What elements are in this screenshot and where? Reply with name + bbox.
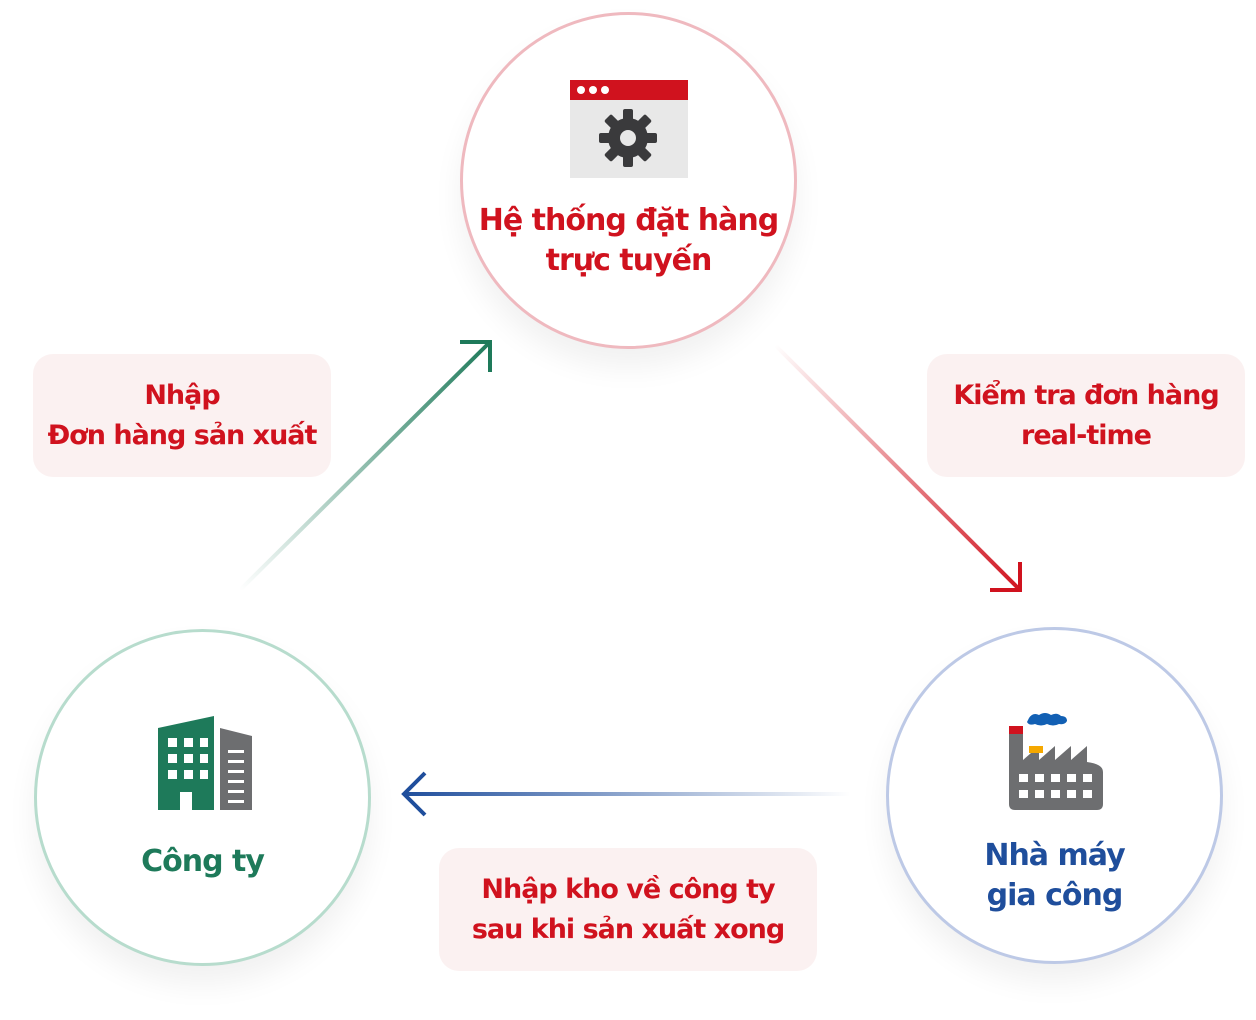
label-line2: real-time xyxy=(1021,419,1152,451)
label-check-order: Kiểm tra đơn hàng real-time xyxy=(927,354,1245,477)
arrow-company-to-system xyxy=(238,340,492,592)
factory-icon xyxy=(1009,713,1103,810)
label-line1: Kiểm tra đơn hàng xyxy=(953,379,1219,411)
node-title: Công ty xyxy=(141,844,265,879)
node-online-order-system: Hệ thống đặt hàng trực tuyến xyxy=(460,12,797,349)
node-title-line2: gia công xyxy=(986,878,1124,913)
arrow-system-to-factory xyxy=(773,343,1022,592)
label-line2: sau khi sản xuất xong xyxy=(471,913,785,945)
node-title-line1: Hệ thống đặt hàng xyxy=(478,203,779,238)
label-line1: Nhập xyxy=(144,379,220,411)
node-company: Công ty xyxy=(34,629,371,966)
label-line1: Nhập kho về công ty xyxy=(481,873,775,905)
label-warehouse: Nhập kho về công ty sau khi sản xuất xon… xyxy=(439,848,817,971)
browser-gear-icon xyxy=(570,80,688,178)
label-input-order: Nhập Đơn hàng sản xuất xyxy=(33,354,331,477)
building-icon xyxy=(158,716,252,810)
node-factory: Nhà máy gia công xyxy=(886,627,1223,964)
node-title-line1: Nhà máy xyxy=(984,838,1125,873)
node-title-line2: trực tuyến xyxy=(545,243,713,278)
label-line2: Đơn hàng sản xuất xyxy=(47,419,318,451)
arrow-factory-to-company xyxy=(401,771,850,817)
